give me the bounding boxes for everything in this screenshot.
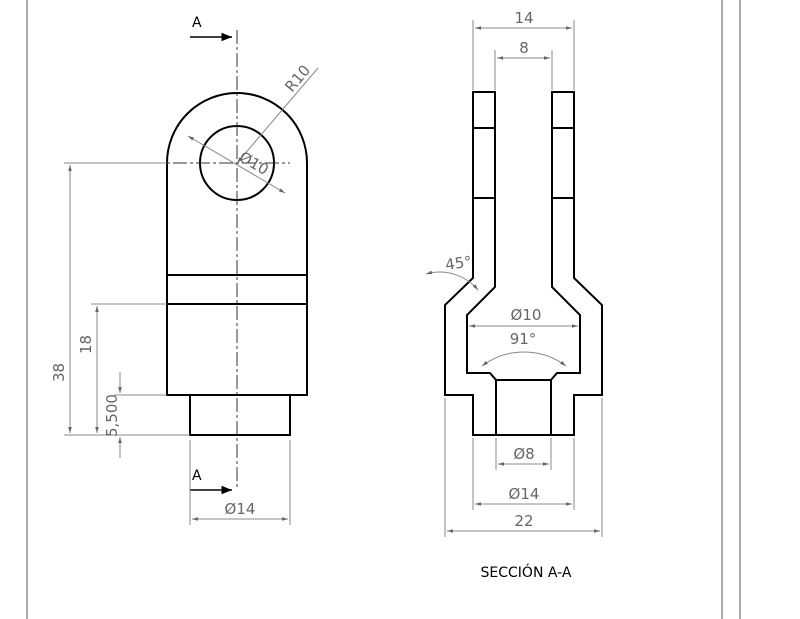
- section-title: SECCIÓN A-A: [481, 563, 572, 581]
- section-view: 14 8 45° Ø10 91° Ø8 Ø14 22 SECCIÓN A-A: [425, 9, 603, 581]
- dim-slot-width: 8: [519, 39, 529, 57]
- section-wall-right: [550, 91, 603, 436]
- body-outline: [166, 92, 308, 396]
- section-wall-left: [444, 91, 497, 436]
- dim-height-total: 38: [50, 363, 68, 382]
- dim-chamfer-angle: 45°: [444, 252, 473, 274]
- dim-radius: R10: [281, 61, 314, 95]
- front-view: A A R10 Ø10 38 18 5,500 Ø14: [50, 15, 319, 525]
- dim-body-width: 22: [514, 512, 533, 530]
- section-letter-top: A: [192, 15, 202, 31]
- dim-height-stub: 5,500: [103, 394, 121, 437]
- dim-cavity-diameter: Ø10: [511, 306, 542, 324]
- dim-height-mid: 18: [77, 335, 95, 354]
- dim-top-width: 14: [514, 9, 533, 27]
- stub-outline: [189, 394, 291, 436]
- dim-stub-diameter: Ø14: [225, 500, 256, 518]
- dim-cone-angle: 91°: [510, 330, 537, 348]
- dim-neck-diameter: Ø14: [509, 485, 540, 503]
- section-letter-bottom: A: [192, 468, 202, 484]
- dim-bore-diameter: Ø8: [513, 445, 534, 463]
